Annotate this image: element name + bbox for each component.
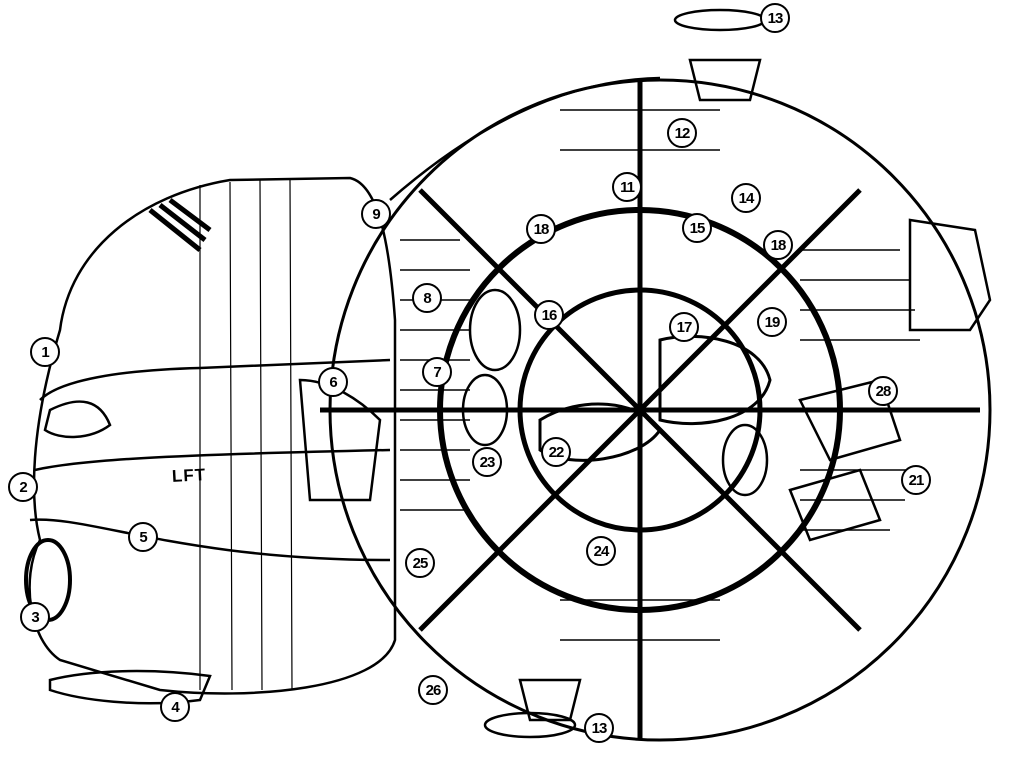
callout-8: 8 — [412, 283, 442, 313]
callout-13-bottom: 13 — [584, 713, 614, 743]
callout-20: 28 — [868, 376, 898, 406]
callout-10: 18 — [526, 214, 556, 244]
callout-11: 11 — [612, 172, 642, 202]
callout-17: 17 — [669, 312, 699, 342]
callout-19: 19 — [757, 307, 787, 337]
callout-3: 3 — [20, 602, 50, 632]
callout-15: 15 — [682, 213, 712, 243]
callout-24: 24 — [586, 536, 616, 566]
callout-6: 6 — [318, 367, 348, 397]
callout-22: 22 — [541, 437, 571, 467]
callout-25: 25 — [405, 548, 435, 578]
callout-18: 18 — [763, 230, 793, 260]
callout-4: 4 — [160, 692, 190, 722]
callout-9: 9 — [361, 199, 391, 229]
callout-13-top: 13 — [760, 3, 790, 33]
callout-12: 12 — [667, 118, 697, 148]
callout-5: 5 — [128, 522, 158, 552]
callout-14: 14 — [731, 183, 761, 213]
callout-7: 7 — [422, 357, 452, 387]
callout-1: 1 — [30, 337, 60, 367]
front-hull — [28, 176, 397, 695]
callout-21: 21 — [901, 465, 931, 495]
hull-marking: LFT — [171, 465, 207, 486]
callout-26: 26 — [418, 675, 448, 705]
callout-16: 16 — [534, 300, 564, 330]
callout-23: 23 — [472, 447, 502, 477]
callout-2: 2 — [8, 472, 38, 502]
